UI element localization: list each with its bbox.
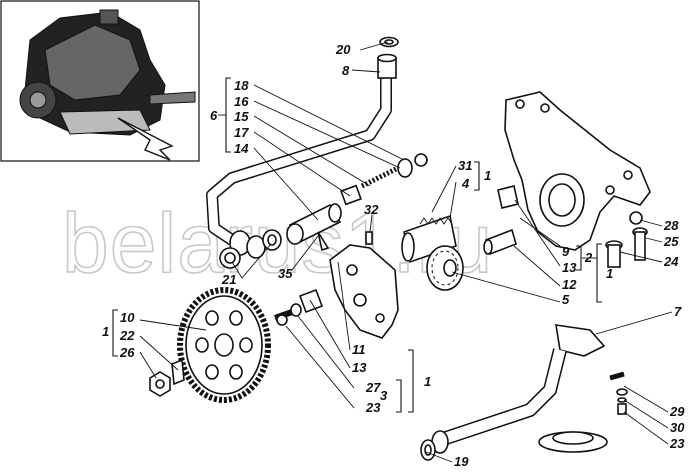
bushing-9 xyxy=(497,185,519,209)
label-23-right: 23 xyxy=(669,436,685,451)
label-13-mid: 13 xyxy=(352,360,367,375)
label-1-left: 1 xyxy=(102,324,109,339)
label-6: 6 xyxy=(210,108,218,123)
engine-inset xyxy=(0,0,200,162)
label-19: 19 xyxy=(454,454,469,469)
label-23-mid: 23 xyxy=(365,400,381,415)
pump-body xyxy=(329,244,399,339)
label-1-mid: 1 xyxy=(424,374,431,389)
label-20: 20 xyxy=(335,42,351,57)
label-26: 26 xyxy=(119,345,135,360)
label-18: 18 xyxy=(234,78,249,93)
drive-gear-10 xyxy=(177,287,271,403)
pump-bracket xyxy=(504,91,651,251)
pin-32 xyxy=(365,231,373,245)
driven-gear xyxy=(426,245,464,291)
label-16: 16 xyxy=(234,94,249,109)
label-25: 25 xyxy=(663,234,679,249)
label-3: 3 xyxy=(380,388,388,403)
leader-lines xyxy=(112,41,673,463)
label-1-right: 1 xyxy=(606,266,613,281)
label-7: 7 xyxy=(674,304,682,319)
label-1-top: 1 xyxy=(484,168,491,183)
label-11: 11 xyxy=(352,342,366,357)
label-31: 31 xyxy=(458,158,472,173)
label-13-right: 13 xyxy=(562,260,577,275)
label-21: 21 xyxy=(221,272,236,287)
sleeve-and-bolt xyxy=(274,288,324,326)
label-29: 29 xyxy=(669,404,685,419)
pipe-fitting xyxy=(219,229,282,269)
oil-pipe xyxy=(206,53,397,245)
label-28: 28 xyxy=(663,218,679,233)
pressure-valve xyxy=(286,153,428,252)
oil-intake xyxy=(420,324,608,461)
label-15: 15 xyxy=(234,109,249,124)
label-4: 4 xyxy=(461,176,470,191)
label-9: 9 xyxy=(562,244,570,259)
label-2: 2 xyxy=(584,250,593,265)
intake-bolts xyxy=(609,371,628,415)
label-8: 8 xyxy=(342,63,350,78)
label-10: 10 xyxy=(120,310,135,325)
label-24: 24 xyxy=(663,254,679,269)
label-27: 27 xyxy=(365,380,381,395)
part-labels: 20 8 18 16 6 15 17 14 21 35 32 31 4 1 9 … xyxy=(102,42,685,469)
label-14: 14 xyxy=(234,141,249,156)
label-30: 30 xyxy=(670,420,685,435)
label-5: 5 xyxy=(562,292,570,307)
nut-26 xyxy=(149,358,185,397)
label-12: 12 xyxy=(562,277,577,292)
label-35: 35 xyxy=(278,266,293,281)
label-32: 32 xyxy=(364,202,379,217)
label-17: 17 xyxy=(234,125,249,140)
label-22: 22 xyxy=(119,328,135,343)
bolts-right xyxy=(605,211,648,268)
